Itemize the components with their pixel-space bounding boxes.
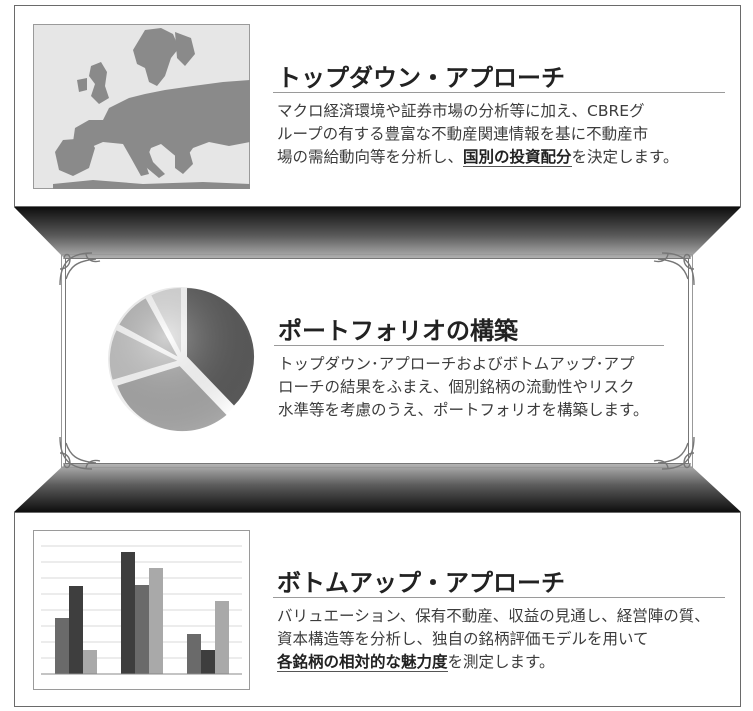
desc-line: ローチの結果をふまえ、個別銘柄の流動性やリスク [278,378,635,396]
europe-map-icon [33,24,250,189]
funnel-connector-top [14,207,741,259]
emphasis-relative-attractiveness: 各銘柄の相対的な魅力度 [277,653,448,672]
desc-line: トップダウン･アプローチおよびボトムアップ･アプ [278,355,635,373]
bar-chart-icon [33,530,250,690]
top-down-approach-panel: トップダウン・アプローチ マクロ経済環境や証券市場の分析等に加え、CBREグ ル… [14,5,741,207]
bottom-up-description: バリュエーション、保有不動産、収益の見通し、経営陣の質、 資本構造等を分析し、独… [277,605,710,674]
ornament-corner-top-left [59,252,101,286]
bottom-up-title: ボトムアップ・アプローチ [277,568,565,597]
pie-chart-icon [107,285,257,434]
top-title-divider [273,92,725,93]
bottom-title-divider [273,597,725,598]
desc-line: 水準等を考慮のうえ、ポートフォリオを構築します。 [278,401,649,419]
desc-text: を決定します。 [571,148,679,166]
desc-text: 場の需給動向等を分析し、 [277,148,464,166]
ornament-corner-bottom-right [653,436,695,470]
desc-line: 場の需給動向等を分析し、国別の投資配分を決定します。 [277,146,678,169]
top-down-title: トップダウン・アプローチ [277,63,565,92]
portfolio-description: トップダウン･アプローチおよびボトムアップ･アプ ローチの結果をふまえ、個別銘柄… [278,353,648,422]
ornament-corner-bottom-left [59,436,101,470]
middle-title-divider [274,345,664,346]
bottom-up-approach-panel: ボトムアップ・アプローチ バリュエーション、保有不動産、収益の見通し、経営陣の質… [14,512,741,707]
desc-text: を測定します。 [447,653,555,671]
desc-line: 資本構造等を分析し、独自の銘柄評価モデルを用いて [277,630,649,648]
desc-line: 各銘柄の相対的な魅力度を測定します。 [277,651,710,674]
desc-line: バリュエーション、保有不動産、収益の見通し、経営陣の質、 [277,607,710,625]
funnel-connector-bottom [14,464,741,512]
ornament-corner-top-right [653,252,695,286]
top-down-description: マクロ経済環境や証券市場の分析等に加え、CBREグ ループの有する豊富な不動産関… [277,100,678,169]
portfolio-construction-panel: ポートフォリオの構築 トップダウン･アプローチおよびボトムアップ･アプ ローチの… [59,252,695,470]
emphasis-country-allocation: 国別の投資配分 [463,148,572,167]
desc-line: マクロ経済環境や証券市場の分析等に加え、CBREグ [277,102,645,120]
portfolio-title: ポートフォリオの構築 [278,316,518,345]
desc-line: ループの有する豊富な不動産関連情報を基に不動産市 [277,125,649,143]
